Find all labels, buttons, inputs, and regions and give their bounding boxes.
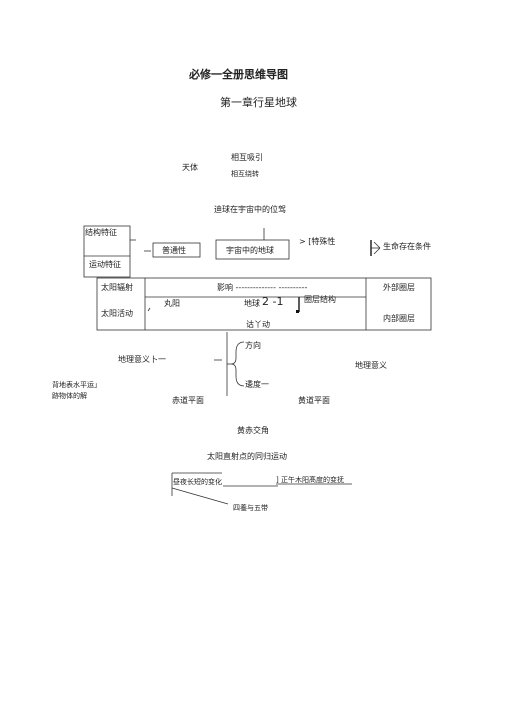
geo-meaning-left: 地理意义卜一 bbox=[118, 355, 166, 364]
influence-label: 影响 -------------- ---------- bbox=[217, 283, 308, 292]
geo-meaning-right: 地理意义 bbox=[355, 361, 387, 370]
ordinary-label: 普通性 bbox=[162, 246, 186, 255]
celestial-label: 天体 bbox=[182, 163, 198, 172]
deflection-line2: 跡物体的解 bbox=[52, 392, 87, 400]
orbit-label: 相互绕转 bbox=[231, 170, 259, 178]
earth-number: 2 -1 bbox=[262, 295, 284, 308]
special-label: > [特殊性 bbox=[299, 237, 336, 246]
outer-layer-label: 外部圈层 bbox=[383, 283, 415, 292]
attract-label: 相互吸引 bbox=[231, 153, 263, 162]
position-title: 迪球在宇宙中的位驾 bbox=[214, 205, 286, 214]
day-length-label: 昼夜长短的变化 bbox=[173, 478, 222, 486]
life-conditions-label: 生命存在条件 bbox=[383, 242, 431, 251]
earth-universe-label: 宇宙中的地球 bbox=[226, 246, 274, 255]
ordinary-box bbox=[152, 242, 201, 258]
solar-radiation-label: 太阳辐射 bbox=[101, 283, 133, 292]
structure-feature: 结构特征 bbox=[85, 228, 117, 237]
speed-label: 逶度一 bbox=[245, 380, 269, 389]
sun-label: 丸阳 bbox=[164, 299, 180, 308]
page-title: 必修一全册思维导图 bbox=[189, 68, 288, 81]
obliquity-label: 黄赤交角 bbox=[237, 426, 269, 435]
direction-label: 方向 bbox=[245, 341, 261, 350]
features-box bbox=[83, 225, 131, 278]
chapter-title: 第一章行星地球 bbox=[220, 96, 297, 109]
earth-universe-box bbox=[215, 239, 290, 260]
layer-structure-label: 圈层结构 bbox=[304, 295, 336, 304]
seasons-label: 四養与五带 bbox=[233, 504, 268, 512]
motion-label: 诂丫动 bbox=[246, 320, 270, 329]
noon-height-label: ] 正午木阳髙度的变抚 bbox=[276, 476, 344, 484]
sun-direct-title: 太阳直射点的同归运动 bbox=[207, 452, 287, 461]
inner-layer-label: 内部圈层 bbox=[383, 314, 415, 323]
ecliptic-plane-label: 黄道平面 bbox=[298, 396, 330, 405]
solar-activity-label: 太阳活动 bbox=[101, 309, 133, 318]
deflection-line1: 背地表水平运」 bbox=[52, 381, 101, 389]
equator-plane-label: 赤道平面 bbox=[172, 396, 204, 405]
sun-block-box bbox=[96, 277, 432, 331]
motion-feature: 运动特征 bbox=[89, 260, 121, 269]
earth-label: 地球 bbox=[244, 299, 260, 308]
